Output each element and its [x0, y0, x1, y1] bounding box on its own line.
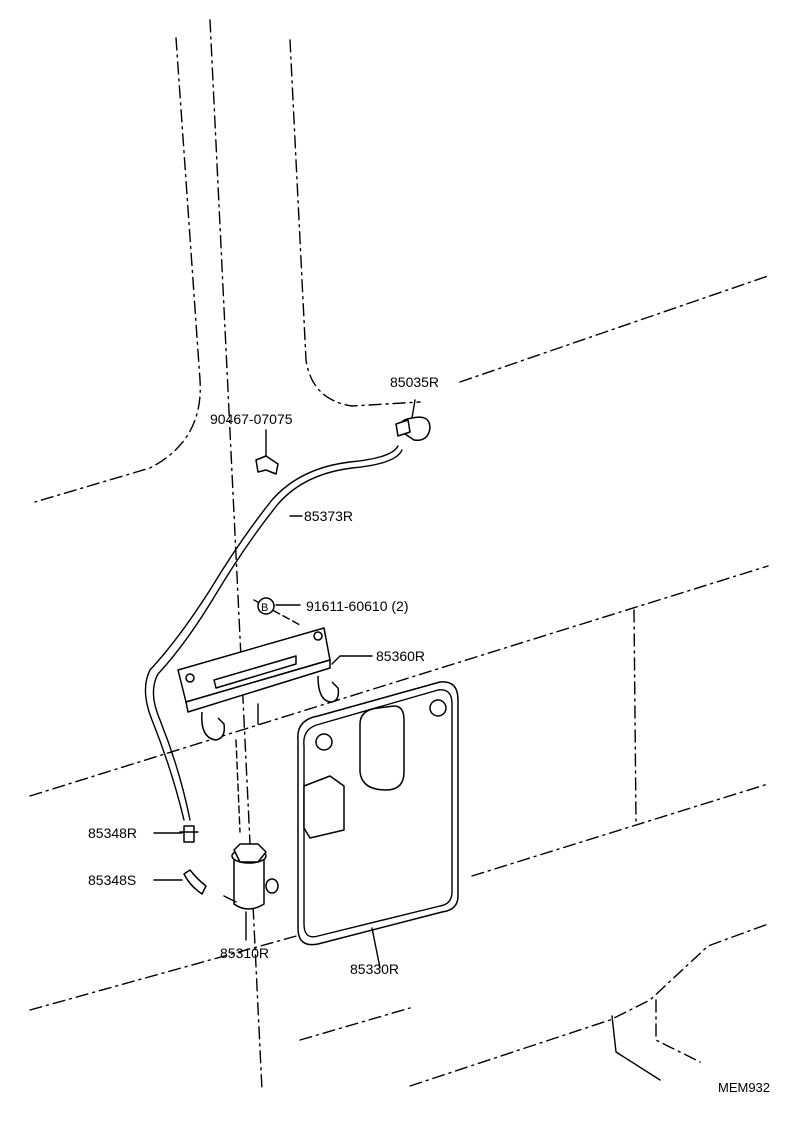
- symbol-b-circle: [257, 597, 275, 615]
- hose-elbow: [183, 869, 207, 895]
- leader-lines: [153, 515, 373, 881]
- hose-joint: [179, 825, 199, 843]
- washer-tank: [297, 681, 459, 969]
- label-85348R: 85348R: [88, 825, 137, 841]
- washer-hose: [144, 445, 403, 821]
- washer-pump: [223, 843, 279, 941]
- label-85360R: 85360R: [376, 648, 425, 664]
- label-85035R: 85035R: [390, 374, 439, 390]
- tank-bracket: [177, 627, 340, 741]
- label-85330R: 85330R: [350, 961, 399, 977]
- vehicle-body-outline: [29, 19, 769, 1091]
- symbol-b: B: [261, 602, 268, 614]
- figure-code: MEM932: [718, 1080, 770, 1095]
- label-90467-07075: 90467-07075: [210, 411, 293, 427]
- label-85373R: 85373R: [304, 508, 353, 524]
- label-85348S: 85348S: [88, 872, 136, 888]
- label-85310R: 85310R: [220, 945, 269, 961]
- hose-clamp: [255, 429, 279, 475]
- washer-nozzle: [395, 399, 431, 441]
- label-91611-60610: 91611-60610 (2): [306, 598, 408, 614]
